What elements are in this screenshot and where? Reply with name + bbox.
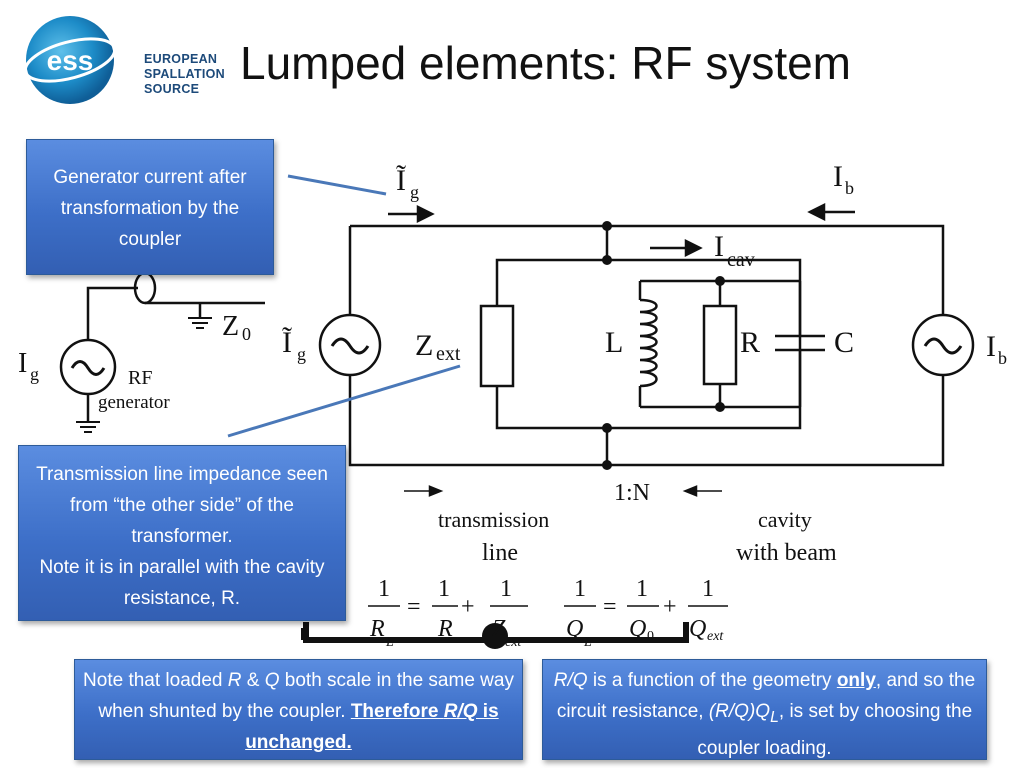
generator-current-callout: Generator current after transformation b… [26,139,274,275]
loaded-rq-therefore-text: Therefore [350,701,444,722]
junction-dot [715,276,725,286]
eq1-num-2: 1 [438,576,450,602]
eq1-den-zext: Z [492,616,506,642]
eq2-equals: = [603,594,617,620]
eq2-den-ql: Q [566,616,583,642]
ig-sub: g [30,364,39,384]
eq2-plus: + [663,594,677,620]
eq2-num-3: 1 [702,576,714,602]
transmission-label: transmission [438,507,549,532]
icav-sub: cav [727,249,755,271]
outer-circuit-loop [348,224,945,467]
ratio-label: 1:N [614,480,650,506]
ib-top-sub: b [845,178,854,198]
transmission-line-callout: Transmission line impedance seen from “t… [18,445,346,621]
loaded-rq-therefore: Therefore R/Q is unchanged. [245,701,498,753]
rq-geometry-callout: R/Q is a function of the geometry only, … [542,659,987,760]
logo-line-3: SOURCE [144,82,200,96]
eq1-plus: + [461,594,475,620]
eq2-den-q0-sub: 0 [647,629,654,644]
loaded-rq-unchanged: is unchanged. [245,701,499,753]
slide-title: Lumped elements: RF system [240,37,852,89]
eq1-den-rl-sub: L [385,635,394,650]
eq2-den-qext: Q [689,616,706,642]
zext-label: Z [415,329,433,362]
generator-feed-wire [86,286,138,340]
r-resistor [702,304,738,386]
line-label: line [482,540,518,566]
logo-mark-text: ess [47,45,94,76]
eq2-den-q0: Q [629,616,646,642]
loaded-rq-pre: Note that loaded [83,670,228,691]
junction-dot [602,460,612,470]
rq-geometry-only: only [836,670,876,691]
eq2-num-2: 1 [636,576,648,602]
rq-geometry-rq: R/Q [553,670,588,691]
z0-label: Z [222,311,239,342]
loaded-rq-callout: Note that loaded R & Q both scale in the… [74,659,523,760]
r-label: R [740,326,760,359]
eq2-den-ql-sub: L [583,635,592,650]
junction-dot [602,423,612,433]
rq-geometry-pre: is a function of the geometry [587,670,837,691]
junction-dot [602,255,612,265]
ig-tilde-left-sub: g [297,344,306,364]
rq-geometry-post: , is set by choosing the coupler loading… [697,701,973,759]
right-source-sine [923,337,963,355]
cavity-label: cavity [758,507,812,532]
ib-right-label: I [986,330,996,363]
ess-logo-mark: ess [23,16,117,104]
generator-callout-pointer [287,174,387,196]
generator-sine [70,360,106,376]
ig-label: I [18,348,27,379]
eq1-num-1: 1 [378,576,390,602]
with-beam-label: with beam [736,540,837,566]
l-label: L [605,326,623,359]
junction-dot [715,402,725,412]
ig-tilde-top-sub: g [410,182,419,202]
zext-sub: ext [436,343,461,365]
junction-dot [602,221,612,231]
loaded-rq-q: Q [264,670,280,691]
rf-label: RF [128,367,152,389]
loaded-rq-post: both scale in the same way when shunted … [98,670,514,722]
rq-geometry-rqql: (R/Q)Q [708,701,771,722]
c-label: C [834,326,854,359]
z0-sub: 0 [242,324,251,344]
ig-tilde-left-label: Ĩ [282,326,292,359]
eq1-num-3: 1 [500,576,512,602]
generator-label: generator [98,392,170,413]
inner-circuit-loop-right [607,258,802,430]
transmission-line-callout-line1: Transmission line impedance seen from “t… [36,464,328,547]
eq2-den-qext-sub: ext [707,629,724,644]
eq1-den-zext-sub: ext [505,635,522,650]
ib-top-label: I [833,160,843,193]
logo-line-1: EUROPEAN [144,52,218,66]
transmission-callout-pointer [227,364,461,438]
eq1-den-rl: R [369,616,385,642]
eq2-num-1: 1 [574,576,586,602]
rq-geometry-sub: L [770,708,779,726]
eq1-equals: = [407,594,421,620]
loaded-rq-rq: R/Q [443,701,478,722]
zext-resistor [479,304,515,388]
logo-line-2: SPALLATION [144,67,226,81]
ess-logo: ess EUROPEAN SPALLATION SOURCE [16,14,236,106]
ig-tilde-top-label: Ĩ [396,164,406,197]
logo-text: EUROPEAN SPALLATION SOURCE [144,52,225,97]
loaded-rq-r: R [227,670,242,691]
transmission-line-callout-line2: Note it is in parallel with the cavity r… [39,557,325,609]
loaded-rq-amp: & [241,670,265,691]
icav-label: I [714,230,724,263]
ib-right-sub: b [998,348,1007,368]
rq-geometry-mid: , and so the circuit resistance, [556,670,976,722]
inductor-coil [639,298,658,388]
equation-underline-bar [303,622,689,643]
eq1-den-r: R [437,616,453,642]
left-source-sine [330,337,370,355]
